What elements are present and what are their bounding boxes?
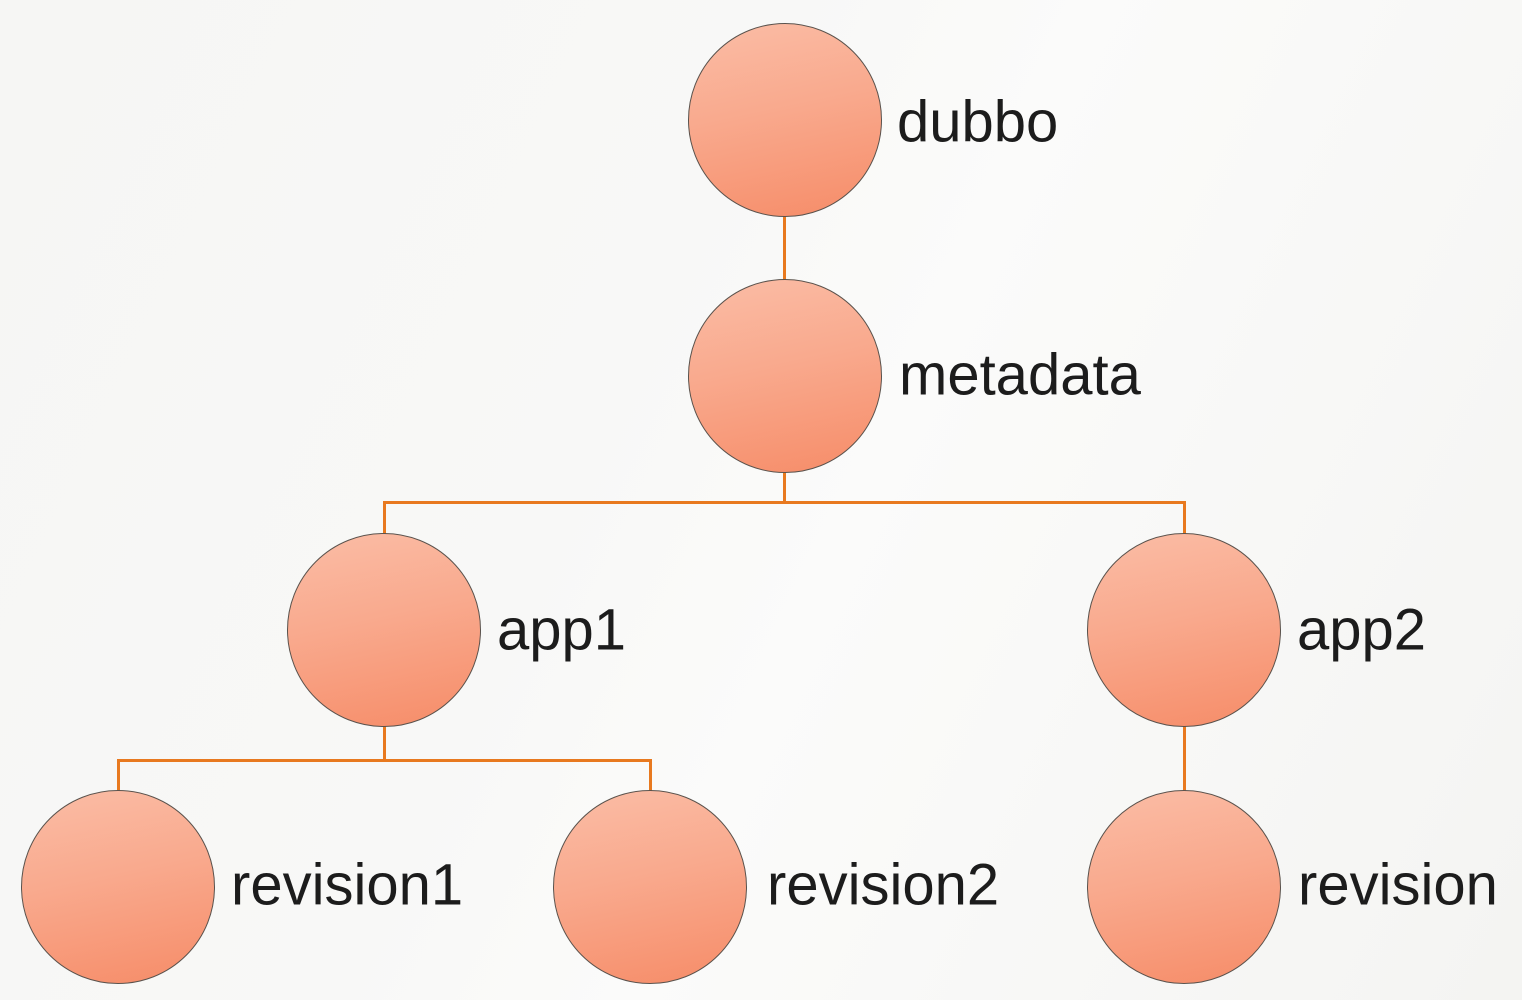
connector-dubbo-metadata (783, 215, 786, 281)
node-metadata-circle (688, 279, 882, 473)
node-app1-label: app1 (497, 597, 627, 663)
node-revision1-label: revision1 (231, 852, 464, 918)
node-revision2-circle (553, 790, 747, 984)
node-dubbo-label: dubbo (897, 89, 1059, 155)
node-revision1-circle (21, 790, 215, 984)
connector-drop-revision2 (649, 759, 652, 792)
node-dubbo-circle (688, 23, 882, 217)
connector-drop-app1 (383, 501, 386, 535)
node-revision2-label: revision2 (767, 852, 1000, 918)
connector-app2-revision (1183, 725, 1186, 792)
connector-drop-app2 (1183, 501, 1186, 535)
node-revision-circle (1087, 790, 1281, 984)
node-app1-circle (287, 533, 481, 727)
connector-drop-revision1 (117, 759, 120, 792)
connector-app1-down (383, 725, 386, 762)
node-revision-label: revision (1298, 852, 1498, 918)
node-app2-label: app2 (1297, 597, 1427, 663)
connector-metadata-down (783, 471, 786, 504)
connector-metadata-rail (383, 501, 1186, 504)
node-app2-circle (1087, 533, 1281, 727)
connector-app1-rail (117, 759, 652, 762)
node-metadata-label: metadata (899, 342, 1141, 408)
